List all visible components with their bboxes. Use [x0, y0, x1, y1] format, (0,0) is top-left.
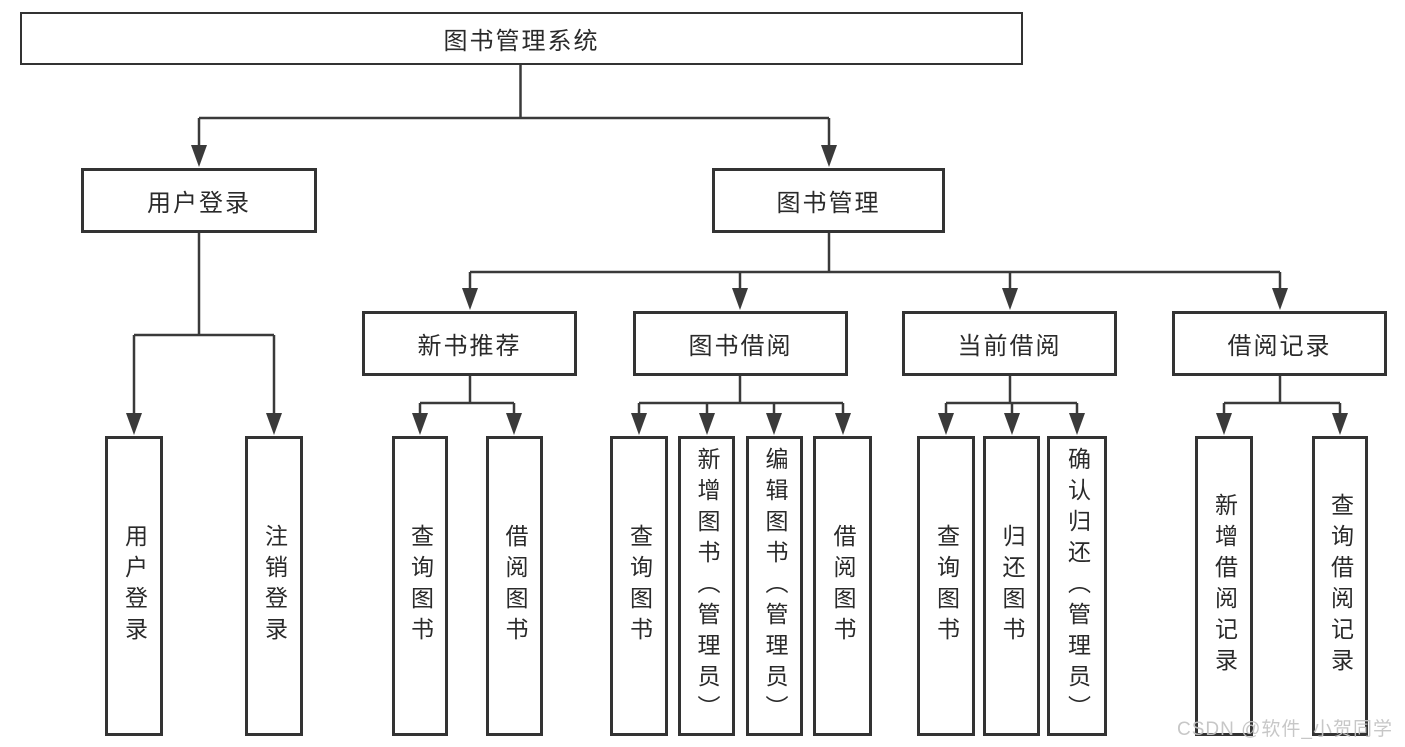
node-leaf-query-books-3: 查询图书	[917, 436, 975, 736]
node-leaf-user-login: 用户登录	[105, 436, 163, 736]
node-user-login: 用户登录	[81, 168, 317, 233]
node-leaf-confirm-return-admin: 确认归还（管理员）	[1047, 436, 1107, 736]
node-leaf-return-books: 归还图书	[983, 436, 1040, 736]
node-leaf-query-books-2: 查询图书	[610, 436, 668, 736]
node-leaf-edit-books-admin: 编辑图书（管理员）	[746, 436, 803, 736]
node-root: 图书管理系统	[20, 12, 1023, 65]
node-leaf-borrow-books-1: 借阅图书	[486, 436, 543, 736]
node-current-borrowing: 当前借阅	[902, 311, 1117, 376]
node-book-borrowing: 图书借阅	[633, 311, 848, 376]
node-leaf-query-books-1: 查询图书	[392, 436, 448, 736]
node-new-book-recommend: 新书推荐	[362, 311, 577, 376]
node-leaf-borrow-books-2: 借阅图书	[813, 436, 872, 736]
node-leaf-add-borrow-record: 新增借阅记录	[1195, 436, 1253, 736]
node-leaf-logout: 注销登录	[245, 436, 303, 736]
node-leaf-add-books-admin: 新增图书（管理员）	[678, 436, 735, 736]
node-borrowing-records: 借阅记录	[1172, 311, 1387, 376]
node-leaf-query-borrow-record: 查询借阅记录	[1312, 436, 1368, 736]
node-book-management: 图书管理	[712, 168, 945, 233]
csdn-watermark: CSDN @软件_小贺同学	[1177, 719, 1393, 740]
